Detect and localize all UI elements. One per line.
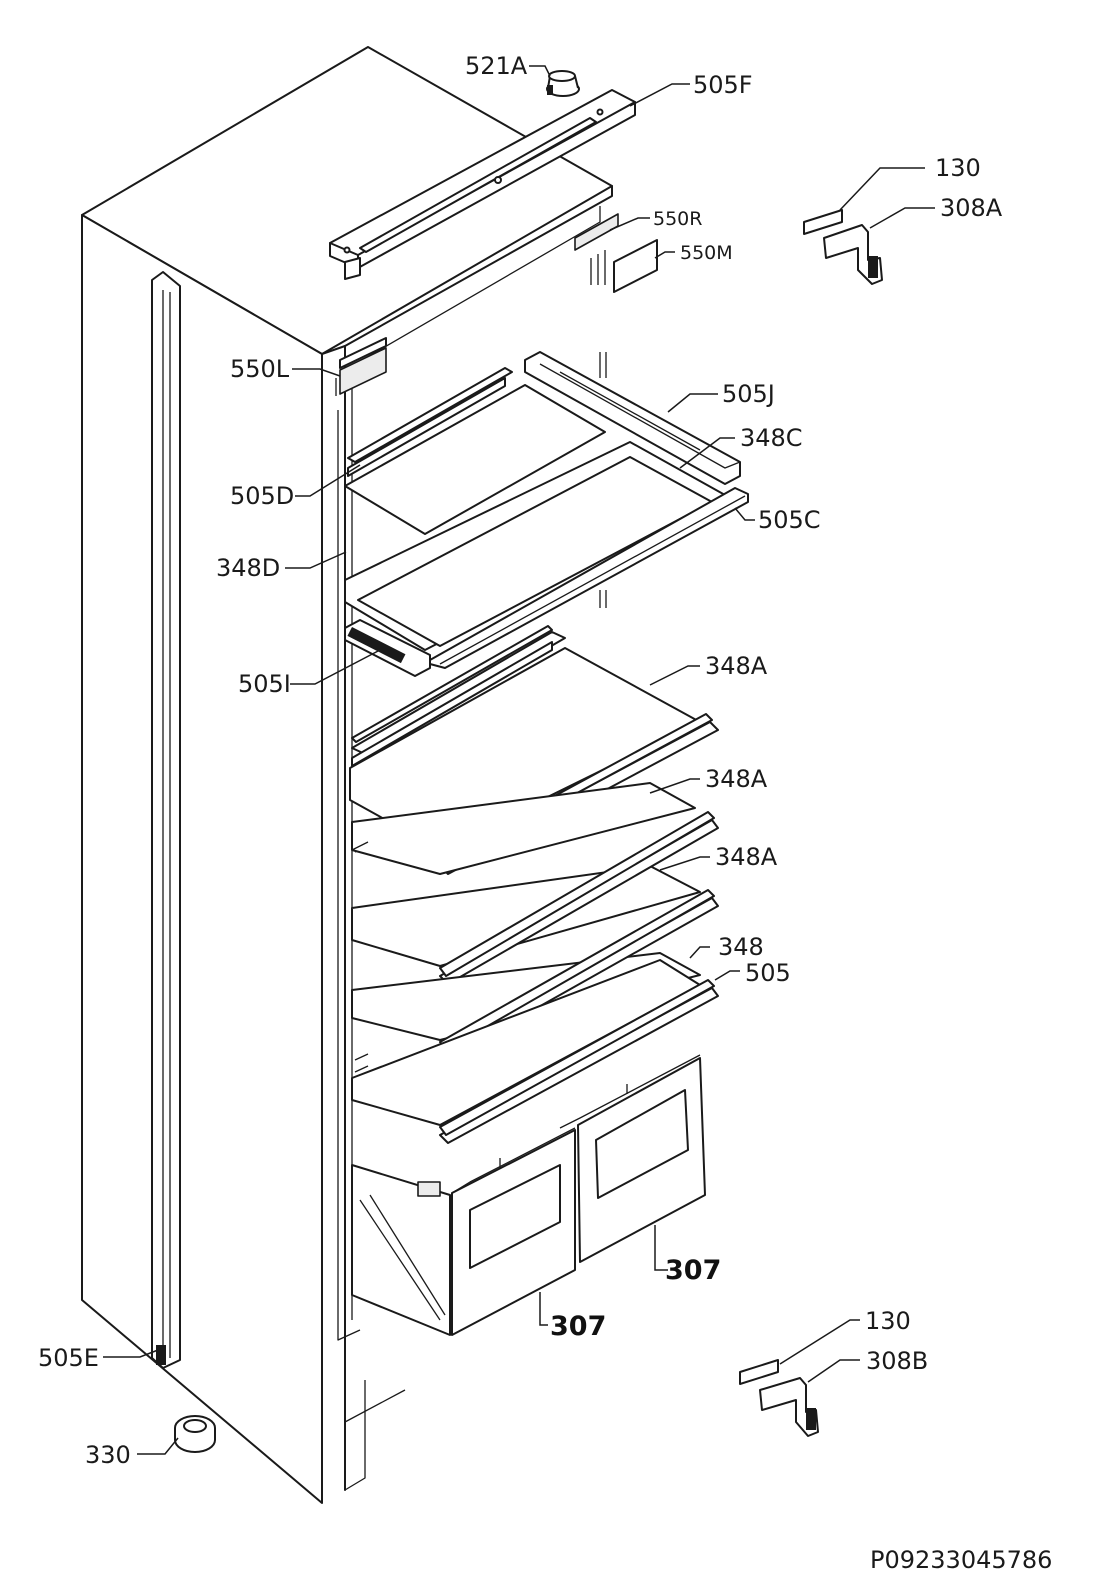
door-seal-strip: [151, 271, 181, 1369]
shelf-348: [351, 959, 719, 1144]
label-505J: 505J: [722, 380, 775, 408]
label-505F: 505F: [693, 71, 753, 99]
label-348: 348: [718, 933, 764, 961]
label-307-left: 307: [550, 1311, 606, 1342]
hinge-308A: [803, 209, 883, 285]
label-348D: 348D: [216, 554, 280, 582]
hinge-308B: [739, 1359, 819, 1437]
label-550R: 550R: [653, 208, 702, 230]
label-348A-3: 348A: [715, 843, 778, 871]
part-labels: 521A 505F 130 308A 550R 550M 550L 505J 3…: [38, 52, 1052, 1574]
part-550M: [613, 239, 658, 293]
label-330: 330: [85, 1441, 131, 1469]
label-505E: 505E: [38, 1344, 99, 1372]
adjustable-foot-330: [174, 1415, 216, 1453]
cabinet-body: [81, 46, 613, 1504]
rail-cap-521A: [546, 70, 580, 97]
label-348C: 348C: [740, 424, 803, 452]
label-521A: 521A: [465, 52, 528, 80]
upper-shelf-assembly: [344, 351, 749, 677]
crisper-drawers: [351, 1054, 706, 1336]
label-307-right: 307: [665, 1255, 721, 1286]
part-550L: [335, 337, 387, 396]
label-550M: 550M: [680, 242, 733, 264]
label-308A: 308A: [940, 194, 1003, 222]
label-505C: 505C: [758, 506, 821, 534]
drawing-code: P09233045786: [870, 1546, 1052, 1574]
label-505I: 505I: [238, 670, 291, 698]
label-550L: 550L: [230, 355, 290, 383]
label-308B: 308B: [866, 1347, 928, 1375]
leader-lines: [103, 65, 935, 1455]
label-130-bottom: 130: [865, 1307, 911, 1335]
label-348A-2: 348A: [705, 765, 768, 793]
label-130-top: 130: [935, 154, 981, 182]
shelf-348A-2: [351, 782, 719, 985]
label-505: 505: [745, 959, 791, 987]
label-505D: 505D: [230, 482, 294, 510]
top-rail: [329, 89, 636, 280]
label-348A-1: 348A: [705, 652, 768, 680]
